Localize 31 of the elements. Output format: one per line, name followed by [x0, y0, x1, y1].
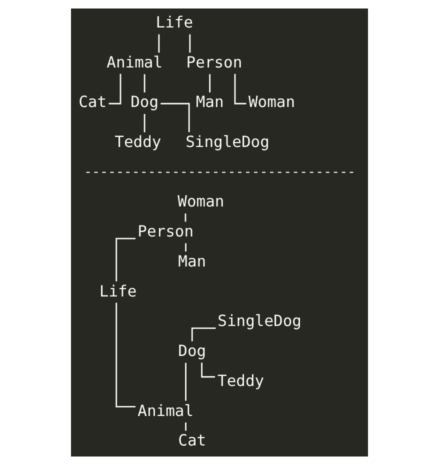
node-text: Life — [99, 282, 137, 300]
connector — [116, 302, 136, 408]
label: ---------------------------------- — [84, 165, 356, 180]
node-text: Cat — [78, 93, 107, 112]
connector — [185, 243, 186, 252]
connector — [185, 362, 186, 401]
node-text: Man — [178, 252, 206, 270]
node-text: Person — [138, 222, 194, 241]
connector — [185, 422, 186, 431]
node-text: Animal — [138, 402, 194, 420]
connector — [201, 362, 215, 378]
node-text: Teddy — [218, 372, 264, 390]
connector — [158, 34, 160, 53]
connector — [160, 102, 190, 132]
node-text: Woman — [248, 93, 296, 112]
node-text: Dog — [130, 93, 159, 112]
node-text: Person — [186, 53, 242, 72]
node-text: SingleDog — [186, 132, 270, 151]
node-text: SingleDog — [218, 312, 302, 330]
node-text: Cat — [178, 432, 206, 450]
connector — [116, 238, 136, 282]
node-text: Dog — [178, 342, 206, 360]
node-text: Man — [196, 93, 224, 112]
node-text: Woman — [178, 192, 224, 211]
connector — [144, 114, 146, 132]
node-text: Life — [156, 14, 194, 32]
connector — [189, 34, 191, 53]
node-text: Animal — [106, 53, 163, 72]
node-text: Teddy — [114, 132, 162, 151]
connector — [144, 74, 146, 92]
connector — [209, 74, 211, 92]
